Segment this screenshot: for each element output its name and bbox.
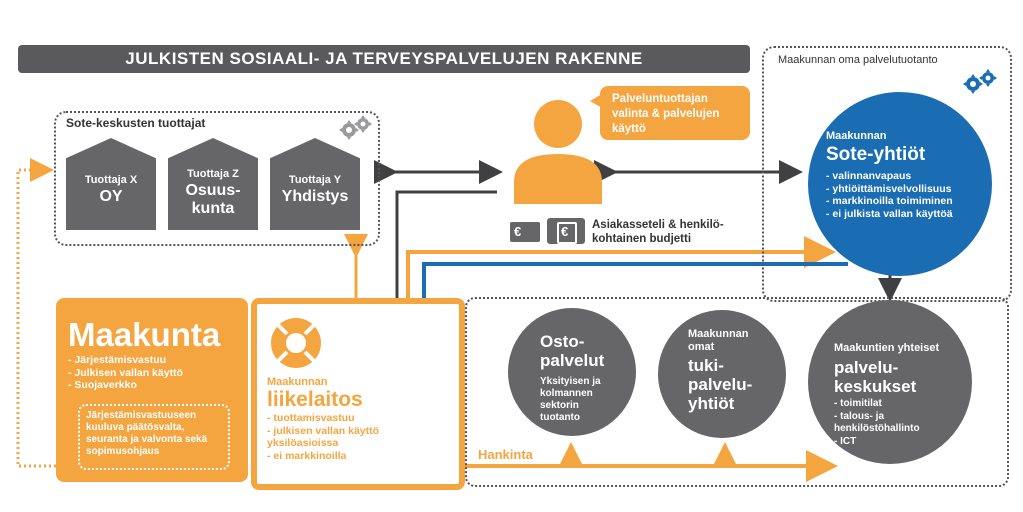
enterprise-bullet: - julkisen vallan käyttö yksilöasioissa — [267, 424, 380, 450]
enterprise-bullet: - tuottamisvastuu — [267, 412, 355, 424]
enterprise-small-label: Maakunnan — [267, 376, 328, 388]
region-bullets: - Järjestämisvastuu - Julkisen vallan kä… — [68, 354, 183, 392]
service-centers-circle: Maakuntien yhteiset palvelu- keskukset -… — [808, 300, 972, 464]
producers-box — [54, 111, 380, 246]
sote-small-label: Maakunnan — [826, 130, 887, 142]
producer-big-label: OY — [99, 188, 123, 205]
region-title: Maakunta — [68, 316, 221, 353]
purchased-small-label: Yksityisen ja kolmannen sektorin tuotant… — [540, 376, 601, 423]
centers-small-label: Maakuntien yhteiset — [834, 342, 940, 354]
producer-big-label: Yhdistys — [281, 188, 349, 205]
sote-bullet: - ei julkista vallan käyttöä — [826, 207, 953, 220]
producers-label: Sote-keskusten tuottajat — [66, 116, 206, 130]
lifebuoy-icon — [271, 318, 321, 368]
region-note-text: Järjestämisvastuuseen kuuluva päätösvalt… — [86, 410, 208, 457]
centers-bullet: - talous- ja henkilöstöhallinto — [834, 410, 920, 435]
provider-choice-callout: Palveluntuottajan valinta & palvelujen k… — [590, 86, 750, 140]
centers-bullet: - toimitilat — [834, 398, 882, 409]
producer-house-osuuskunta: Tuottaja Z Osuus- kunta — [168, 138, 258, 230]
gears-icon — [963, 69, 997, 94]
purchased-big-label: Osto- palvelut — [540, 332, 605, 370]
sote-big-label: Sote-yhtiöt — [826, 144, 926, 165]
enterprise-box: Maakunnan liikelaitos - tuottamisvastuu … — [251, 298, 465, 490]
enterprise-bullet: - ei markkinoilla — [267, 449, 347, 462]
producer-house-oy: Tuottaja X OY — [66, 138, 156, 230]
enterprise-big-label: liikelaitos — [267, 388, 363, 411]
euro-symbol: € — [561, 224, 569, 239]
person-icon — [514, 100, 602, 204]
support-small-label: Maakunnan omat — [688, 328, 749, 353]
centers-bullets: - toimitilat - talous- ja henkilöstöhall… — [834, 398, 958, 448]
producer-small-label: Tuottaja Z — [187, 168, 239, 180]
region-note-box: Järjestämisvastuuseen kuuluva päätösvalt… — [78, 404, 230, 470]
region-bullet: - Julkisen vallan käyttö — [68, 366, 183, 379]
enterprise-bullets: - tuottamisvastuu - julkisen vallan käyt… — [267, 412, 437, 462]
sote-bullets: - valinnanvapaus - yhtiöittämisvelvollis… — [826, 170, 953, 220]
voucher-text: Asiakasseteli & henkilö- kohtainen budje… — [592, 219, 724, 245]
diagram-title: JULKISTEN SOSIAALI- JA TERVEYSPALVELUJEN… — [125, 49, 643, 68]
gears-icon — [339, 115, 372, 140]
centers-big-label: palvelu- keskukset — [834, 358, 917, 396]
euro-symbol: € — [514, 224, 522, 239]
producer-big-label: Osuus- kunta — [185, 182, 241, 217]
support-services-area — [465, 297, 1009, 487]
support-companies-circle: Maakunnan omat tuki- palvelu- yhtiöt — [658, 310, 786, 438]
wallet-icon: € — [547, 218, 585, 244]
sote-bullet: - markkinoilla toimiminen — [826, 195, 953, 207]
own-production-label: Maakunnan oma palvelutuotanto — [778, 54, 938, 66]
producer-small-label: Tuottaja Y — [288, 174, 342, 186]
purchased-services-circle: Osto- palvelut Yksityisen ja kolmannen s… — [508, 308, 636, 436]
sote-companies-circle: Maakunnan Sote-yhtiöt - valinnanvapaus -… — [808, 92, 992, 276]
sote-bullet: - valinnanvapaus — [826, 170, 912, 182]
provider-choice-text: Palveluntuottajan valinta & palvelujen k… — [612, 93, 720, 135]
producer-small-label: Tuottaja X — [84, 174, 138, 186]
producer-house-yhdistys: Tuottaja Y Yhdistys — [270, 138, 360, 230]
region-bullet: - Järjestämisvastuu — [68, 354, 167, 366]
sote-bullet: - yhtiöittämisvelvollisuus — [826, 182, 952, 195]
title-bar: JULKISTEN SOSIAALI- JA TERVEYSPALVELUJEN… — [18, 45, 750, 73]
region-bullet: - Suojaverkko — [68, 379, 137, 391]
voucher-card-icon: € — [510, 222, 540, 242]
procurement-label: Hankinta — [478, 447, 533, 462]
support-big-label: tuki- palvelu- yhtiöt — [688, 356, 753, 413]
centers-bullet: - ICT — [834, 435, 857, 447]
region-box: Maakunta - Järjestämisvastuu - Julkisen … — [56, 298, 248, 482]
